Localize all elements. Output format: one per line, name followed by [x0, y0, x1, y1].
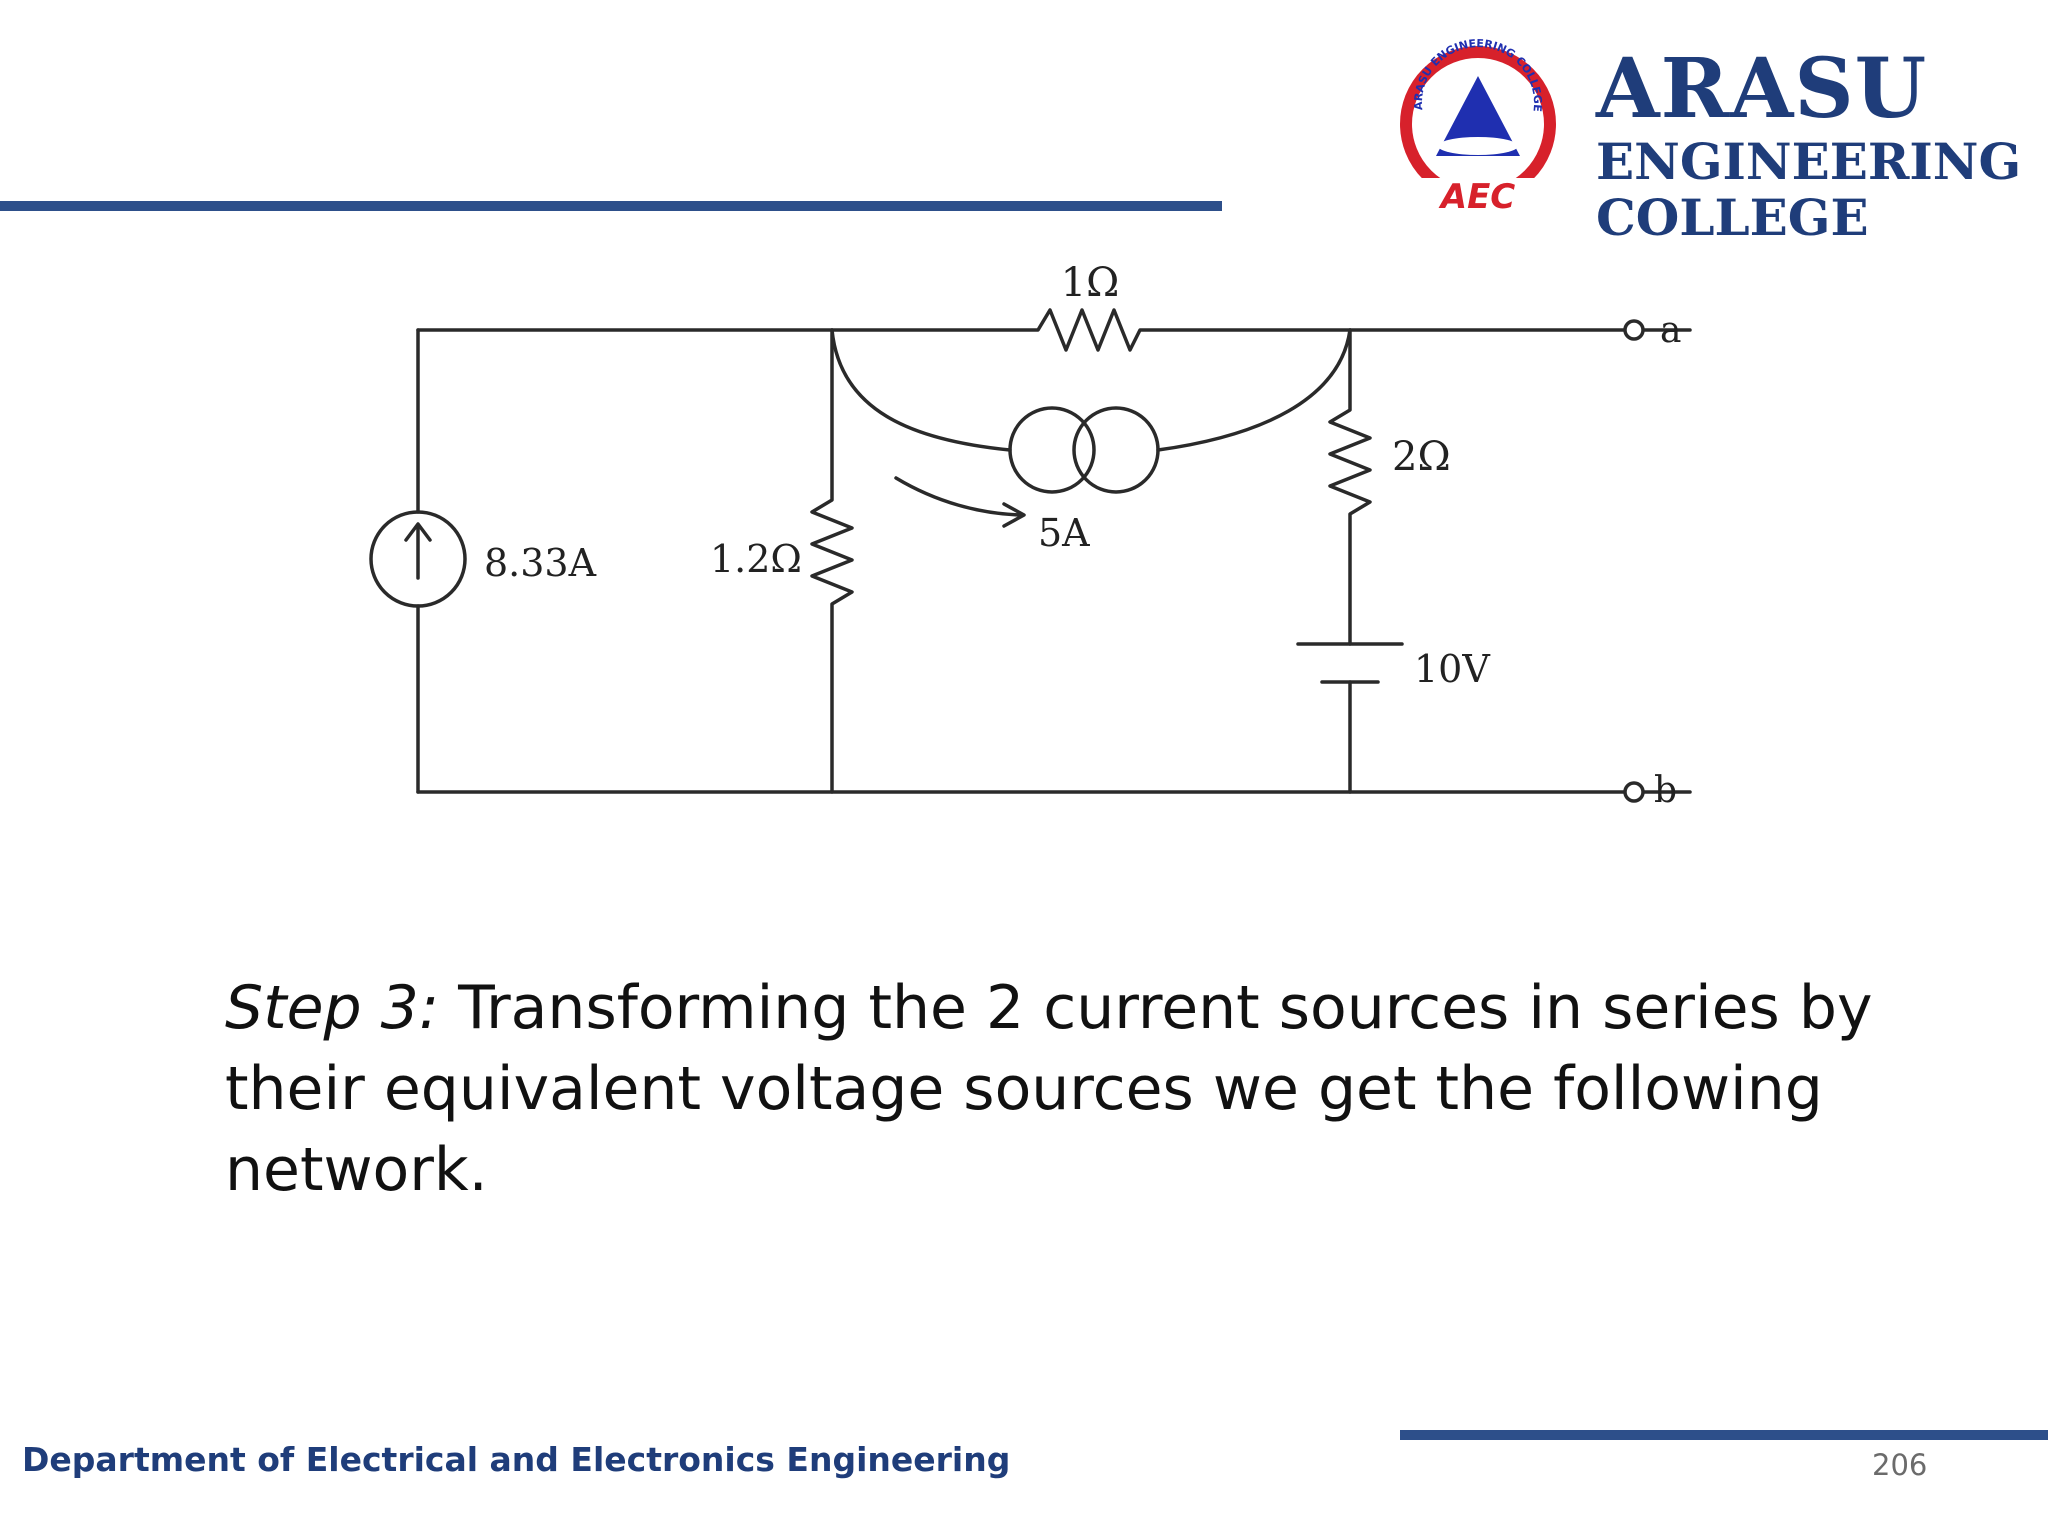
arrow-head-icon: [1002, 502, 1026, 528]
department-name: Department of Electrical and Electronics…: [22, 1440, 1011, 1479]
terminal-b-node: [1623, 781, 1645, 803]
current-source-mid-a: [1008, 406, 1096, 494]
label-r-mid: 1.2Ω: [710, 537, 802, 581]
college-seal-logo: ARASU ENGINEERING COLLEGE AEC: [1400, 37, 1556, 217]
label-source-left: 8.33A: [484, 541, 597, 585]
seal-abbrev-backdrop: [1410, 178, 1546, 214]
logo-line-3: COLLEGE: [1596, 188, 1869, 247]
current-direction-arrow: [894, 476, 1024, 517]
college-name-logo: ARASU ENGINEERING COLLEGE: [1596, 48, 2021, 246]
header-rule: [0, 201, 1222, 211]
seal-triangle-icon: [1436, 76, 1520, 156]
label-terminal-a: a: [1660, 310, 1681, 351]
logo-line-1: ARASU: [1596, 41, 1928, 137]
arc-wire-left: [830, 328, 1012, 452]
label-battery: 10V: [1414, 647, 1490, 691]
middle-resistor-branch: [810, 328, 854, 794]
step-label: Step 3:: [225, 973, 440, 1043]
arc-wire-right: [1156, 328, 1352, 452]
logo-line-2: ENGINEERING: [1596, 132, 2022, 191]
seal-abbrev: AEC: [1438, 177, 1516, 217]
seal-swoosh: [1438, 137, 1518, 155]
footer-rule: [1400, 1430, 2048, 1440]
circuit-diagram: 1Ω 2Ω 1.2Ω 8.33A 5A 10V a b: [369, 260, 1692, 810]
label-r-top: 1Ω: [1061, 260, 1120, 306]
page-number: 206: [1872, 1448, 1928, 1482]
label-source-mid: 5A: [1038, 511, 1090, 555]
step-text: Transforming the 2 current sources in se…: [225, 973, 1873, 1205]
label-r-right: 2Ω: [1392, 434, 1451, 480]
right-resistor-branch: [1328, 328, 1372, 646]
top-wire: [416, 308, 1692, 352]
current-source-mid-b: [1072, 406, 1160, 494]
terminal-a-node: [1623, 319, 1645, 341]
arrow-up-icon: [404, 522, 432, 580]
label-terminal-b: b: [1654, 770, 1677, 810]
step-description: Step 3: Transforming the 2 current sourc…: [225, 968, 1925, 1211]
